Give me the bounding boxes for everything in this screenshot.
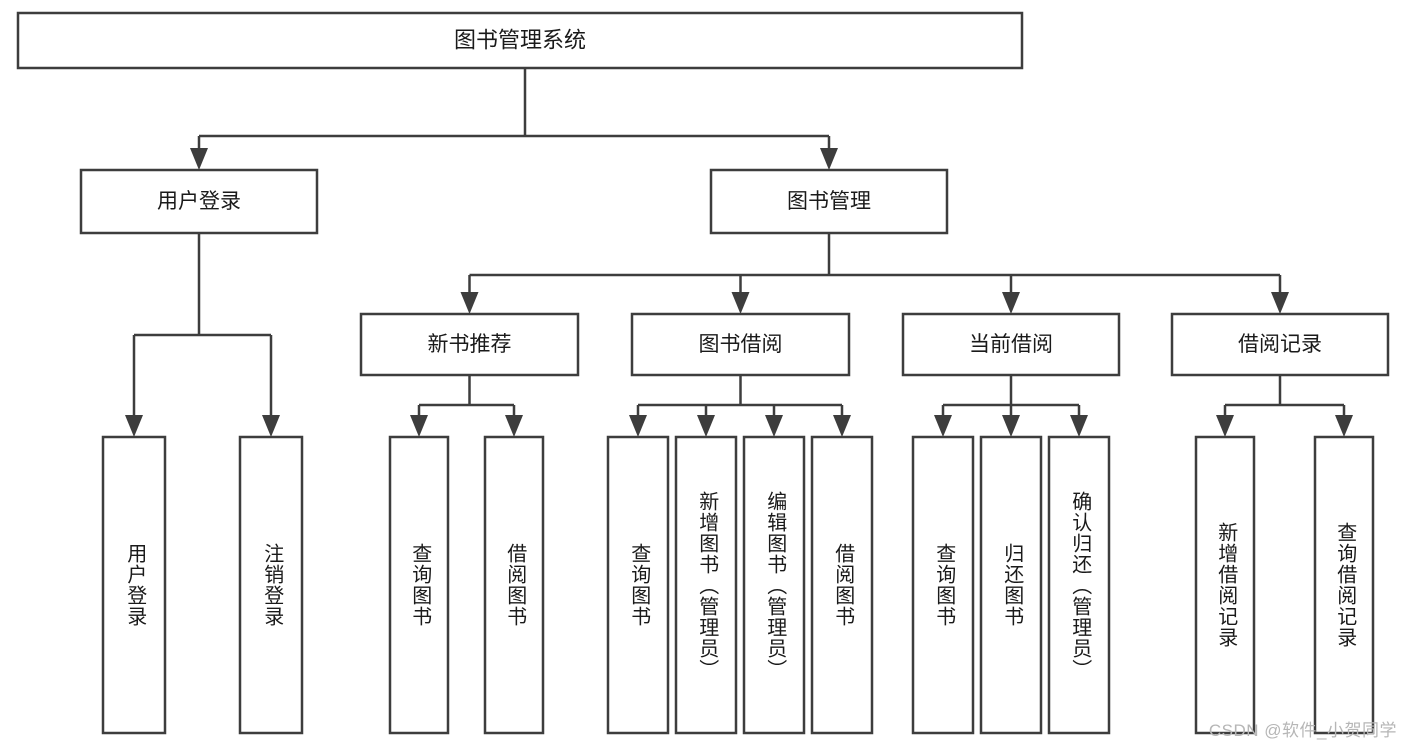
node-box-current-borrow[interactable] [901, 312, 1121, 377]
arrow-down-icon-return-book [1002, 415, 1020, 437]
arrow-down-icon-new-book-recommend [460, 292, 479, 314]
node-box-new-book-recommend[interactable] [359, 312, 580, 377]
arrow-down-icon-add-borrow-record [1216, 415, 1234, 437]
arrow-down-icon-borrow-record [1271, 292, 1289, 314]
arrow-down-icon-confirm-return-admin [1070, 415, 1088, 437]
node-label-user-login: 用户登录 [157, 190, 241, 213]
node-box-edit-book-admin[interactable] [742, 435, 806, 735]
arrow-down-icon-borrow-book-1 [505, 415, 523, 437]
node-box-borrow-record[interactable] [1170, 312, 1390, 377]
csdn-watermark: CSDN @软件_小贺同学 [1208, 721, 1397, 740]
node-box-query-book-2[interactable] [606, 435, 670, 735]
arrow-down-icon-query-book-2 [629, 415, 647, 437]
node-box-book-manage[interactable] [709, 168, 949, 235]
node-box-user-login-do[interactable] [101, 435, 167, 735]
arrow-down-icon-query-borrow-record [1335, 415, 1353, 437]
node-label-new-book-recommend: 新书推荐 [428, 333, 512, 356]
arrow-down-icon-query-book-1 [410, 415, 428, 437]
arrow-down-icon-user-login-do [125, 415, 143, 437]
node-box-borrow-book-2[interactable] [810, 435, 874, 735]
node-box-query-borrow-record[interactable] [1313, 435, 1375, 735]
arrow-down-icon-user-logout [262, 415, 280, 437]
node-box-root[interactable] [16, 11, 1024, 70]
arrow-down-icon-book-borrow [731, 292, 750, 314]
arrow-down-icon-add-book-admin [697, 415, 715, 437]
node-box-confirm-return-admin[interactable] [1047, 435, 1111, 735]
arrow-down-icon-edit-book-admin [765, 415, 783, 437]
node-box-book-borrow[interactable] [630, 312, 851, 377]
node-box-user-logout[interactable] [238, 435, 304, 735]
arrow-down-icon-borrow-book-2 [833, 415, 851, 437]
node-box-return-book[interactable] [979, 435, 1043, 735]
node-label-current-borrow: 当前借阅 [969, 333, 1053, 356]
arrow-down-icon-l2-1 [820, 148, 838, 170]
node-box-add-borrow-record[interactable] [1194, 435, 1256, 735]
arrow-down-icon-current-borrow [1002, 292, 1020, 314]
node-label-book-borrow: 图书借阅 [699, 333, 783, 356]
node-box-borrow-book-1[interactable] [483, 435, 545, 735]
connector-layer [125, 68, 1353, 437]
node-box-user-login[interactable] [79, 168, 319, 235]
node-label-book-manage: 图书管理 [787, 190, 871, 213]
node-box-layer [16, 11, 1390, 735]
node-label-borrow-record: 借阅记录 [1238, 333, 1322, 356]
node-label-root: 图书管理系统 [454, 27, 586, 52]
node-box-query-book-1[interactable] [388, 435, 450, 735]
arrow-down-icon-l2-0 [190, 148, 208, 170]
arrow-down-icon-query-book-3 [934, 415, 952, 437]
node-box-add-book-admin[interactable] [674, 435, 738, 735]
node-box-query-book-3[interactable] [911, 435, 975, 735]
